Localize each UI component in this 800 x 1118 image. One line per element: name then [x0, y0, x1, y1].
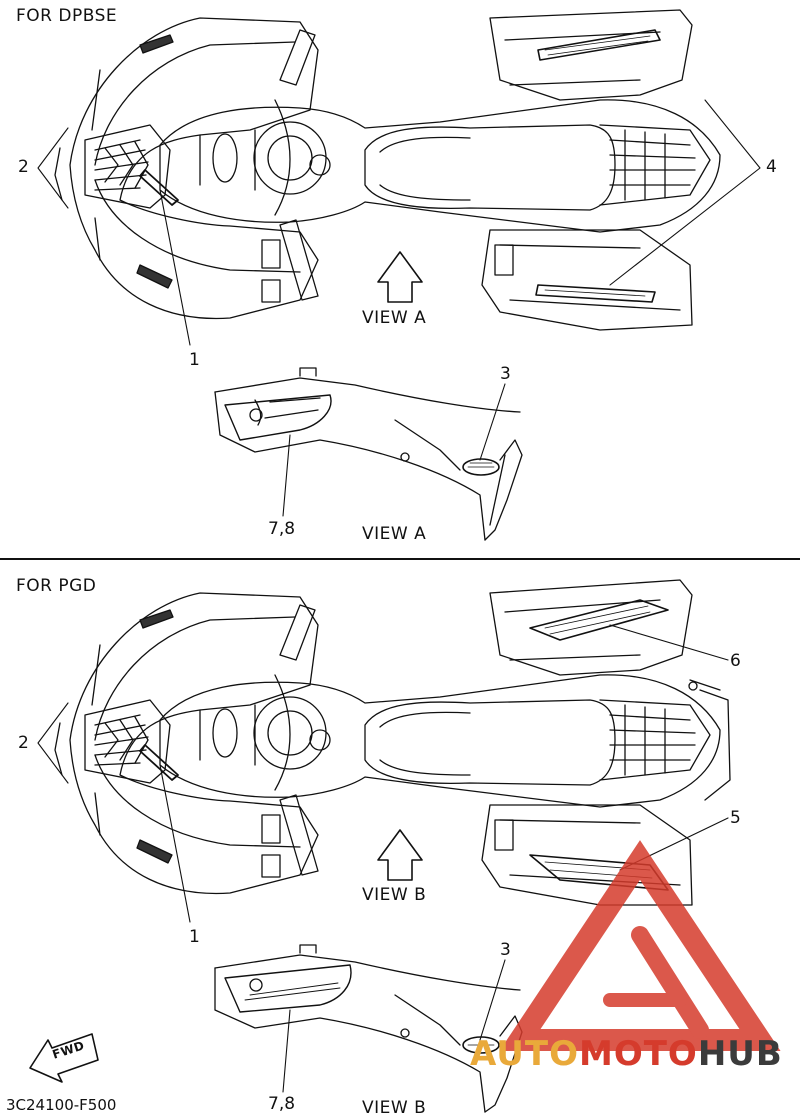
automotohub-watermark: AUTOMOTOHUB [470, 1034, 783, 1074]
side-detail-view-b [214, 944, 523, 1113]
view-a-detail-label: VIEW A [362, 524, 427, 544]
section-heading-pgd: FOR PGD [16, 576, 97, 596]
view-b-arrow [377, 829, 423, 881]
callout-1-bottom: 1 [189, 927, 200, 947]
atv-top-view-pgd [54, 579, 731, 906]
watermark-part-moto: MOTO [578, 1034, 698, 1074]
leader-lines-pgd [37, 624, 729, 1093]
side-detail-view-a [214, 367, 523, 541]
callout-3-bottom: 3 [500, 940, 511, 960]
section-heading-dpbse: FOR DPBSE [16, 6, 118, 26]
atv-top-view-dpbse [54, 9, 721, 331]
view-a-arrow [377, 251, 423, 303]
watermark-part-auto: AUTO [470, 1034, 579, 1074]
callout-2-top: 2 [18, 157, 29, 177]
callout-3-top: 3 [500, 364, 511, 384]
fwd-arrow-icon [29, 1033, 99, 1083]
callout-7-8-top: 7,8 [268, 519, 296, 539]
view-b-detail-label: VIEW B [362, 1098, 427, 1118]
watermark-part-hub: HUB [697, 1034, 783, 1074]
callout-1-top: 1 [189, 350, 200, 370]
callout-4: 4 [766, 157, 777, 177]
callout-6: 6 [730, 651, 741, 671]
view-a-arrow-label: VIEW A [362, 308, 427, 328]
leader-lines-dpbse [37, 99, 761, 517]
callout-7-8-bottom: 7,8 [268, 1094, 296, 1114]
view-b-arrow-label: VIEW B [362, 885, 427, 905]
part-code: 3C24100-F500 [6, 1096, 117, 1114]
callout-5: 5 [730, 808, 741, 828]
automotohub-logo-icon [499, 840, 781, 1051]
callout-2-bottom: 2 [18, 733, 29, 753]
section-divider [0, 558, 800, 560]
